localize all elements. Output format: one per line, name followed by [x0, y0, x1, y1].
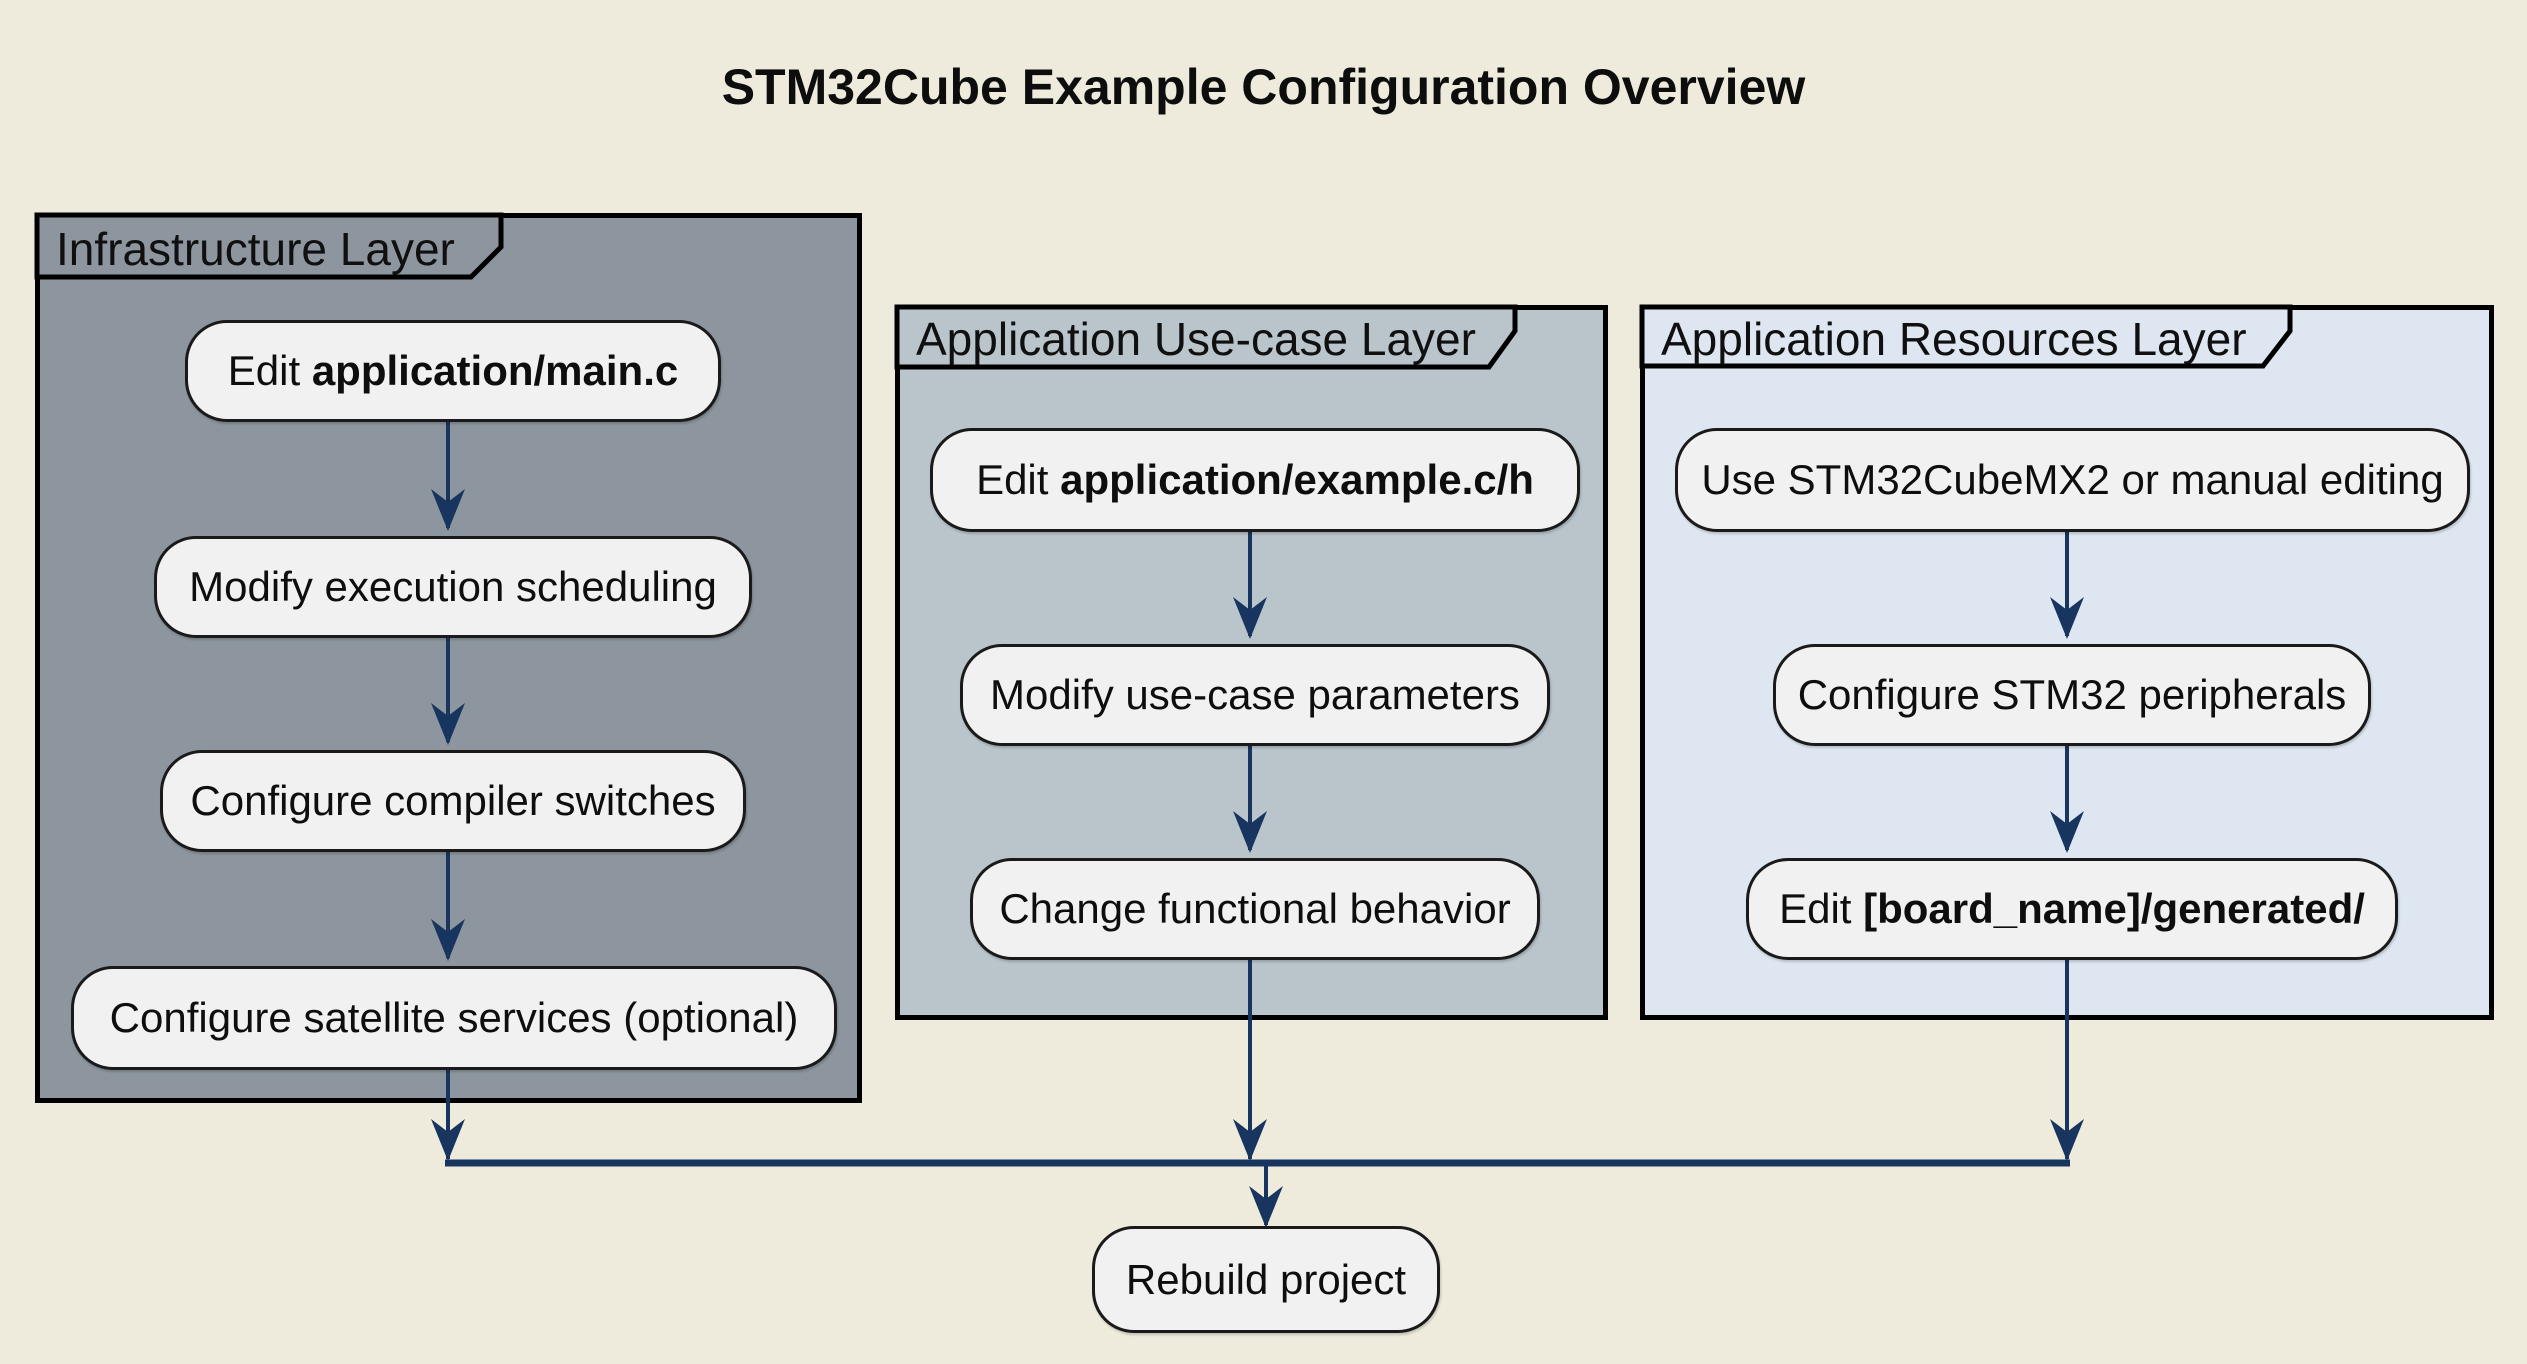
layer-application-use-case: Application Use-case Layer Edit applicat… — [895, 305, 1608, 1020]
layer-application-resources: Application Resources Layer Use STM32Cub… — [1640, 305, 2494, 1020]
node-configure-satellite-services: Configure satellite services (optional) — [71, 966, 837, 1070]
node-configure-stm32-peripherals: Configure STM32 peripherals — [1773, 644, 2371, 746]
node-modify-use-case-parameters: Modify use-case parameters — [960, 644, 1550, 746]
diagram-title: STM32Cube Example Configuration Overview — [721, 59, 1806, 115]
node-edit-board-name-generated: Edit [board_name]/generated/ — [1746, 858, 2398, 960]
layer-application-use-case-label: Application Use-case Layer — [916, 313, 1476, 365]
node-edit-application-main-c: Edit application/main.c — [185, 320, 721, 422]
node-use-stm32cubemx2: Use STM32CubeMX2 or manual editing — [1675, 428, 2470, 532]
node-configure-compiler-switches: Configure compiler switches — [160, 750, 746, 852]
layer-infrastructure: Infrastructure Layer Edit application/ma… — [35, 213, 862, 1103]
node-rebuild-project: Rebuild project — [1092, 1226, 1440, 1333]
layer-infrastructure-label: Infrastructure Layer — [56, 223, 455, 275]
node-modify-execution-scheduling: Modify execution scheduling — [154, 536, 752, 638]
node-change-functional-behavior: Change functional behavior — [970, 858, 1540, 960]
layer-application-resources-label: Application Resources Layer — [1661, 312, 2247, 365]
node-edit-application-example: Edit application/example.c/h — [930, 428, 1580, 532]
